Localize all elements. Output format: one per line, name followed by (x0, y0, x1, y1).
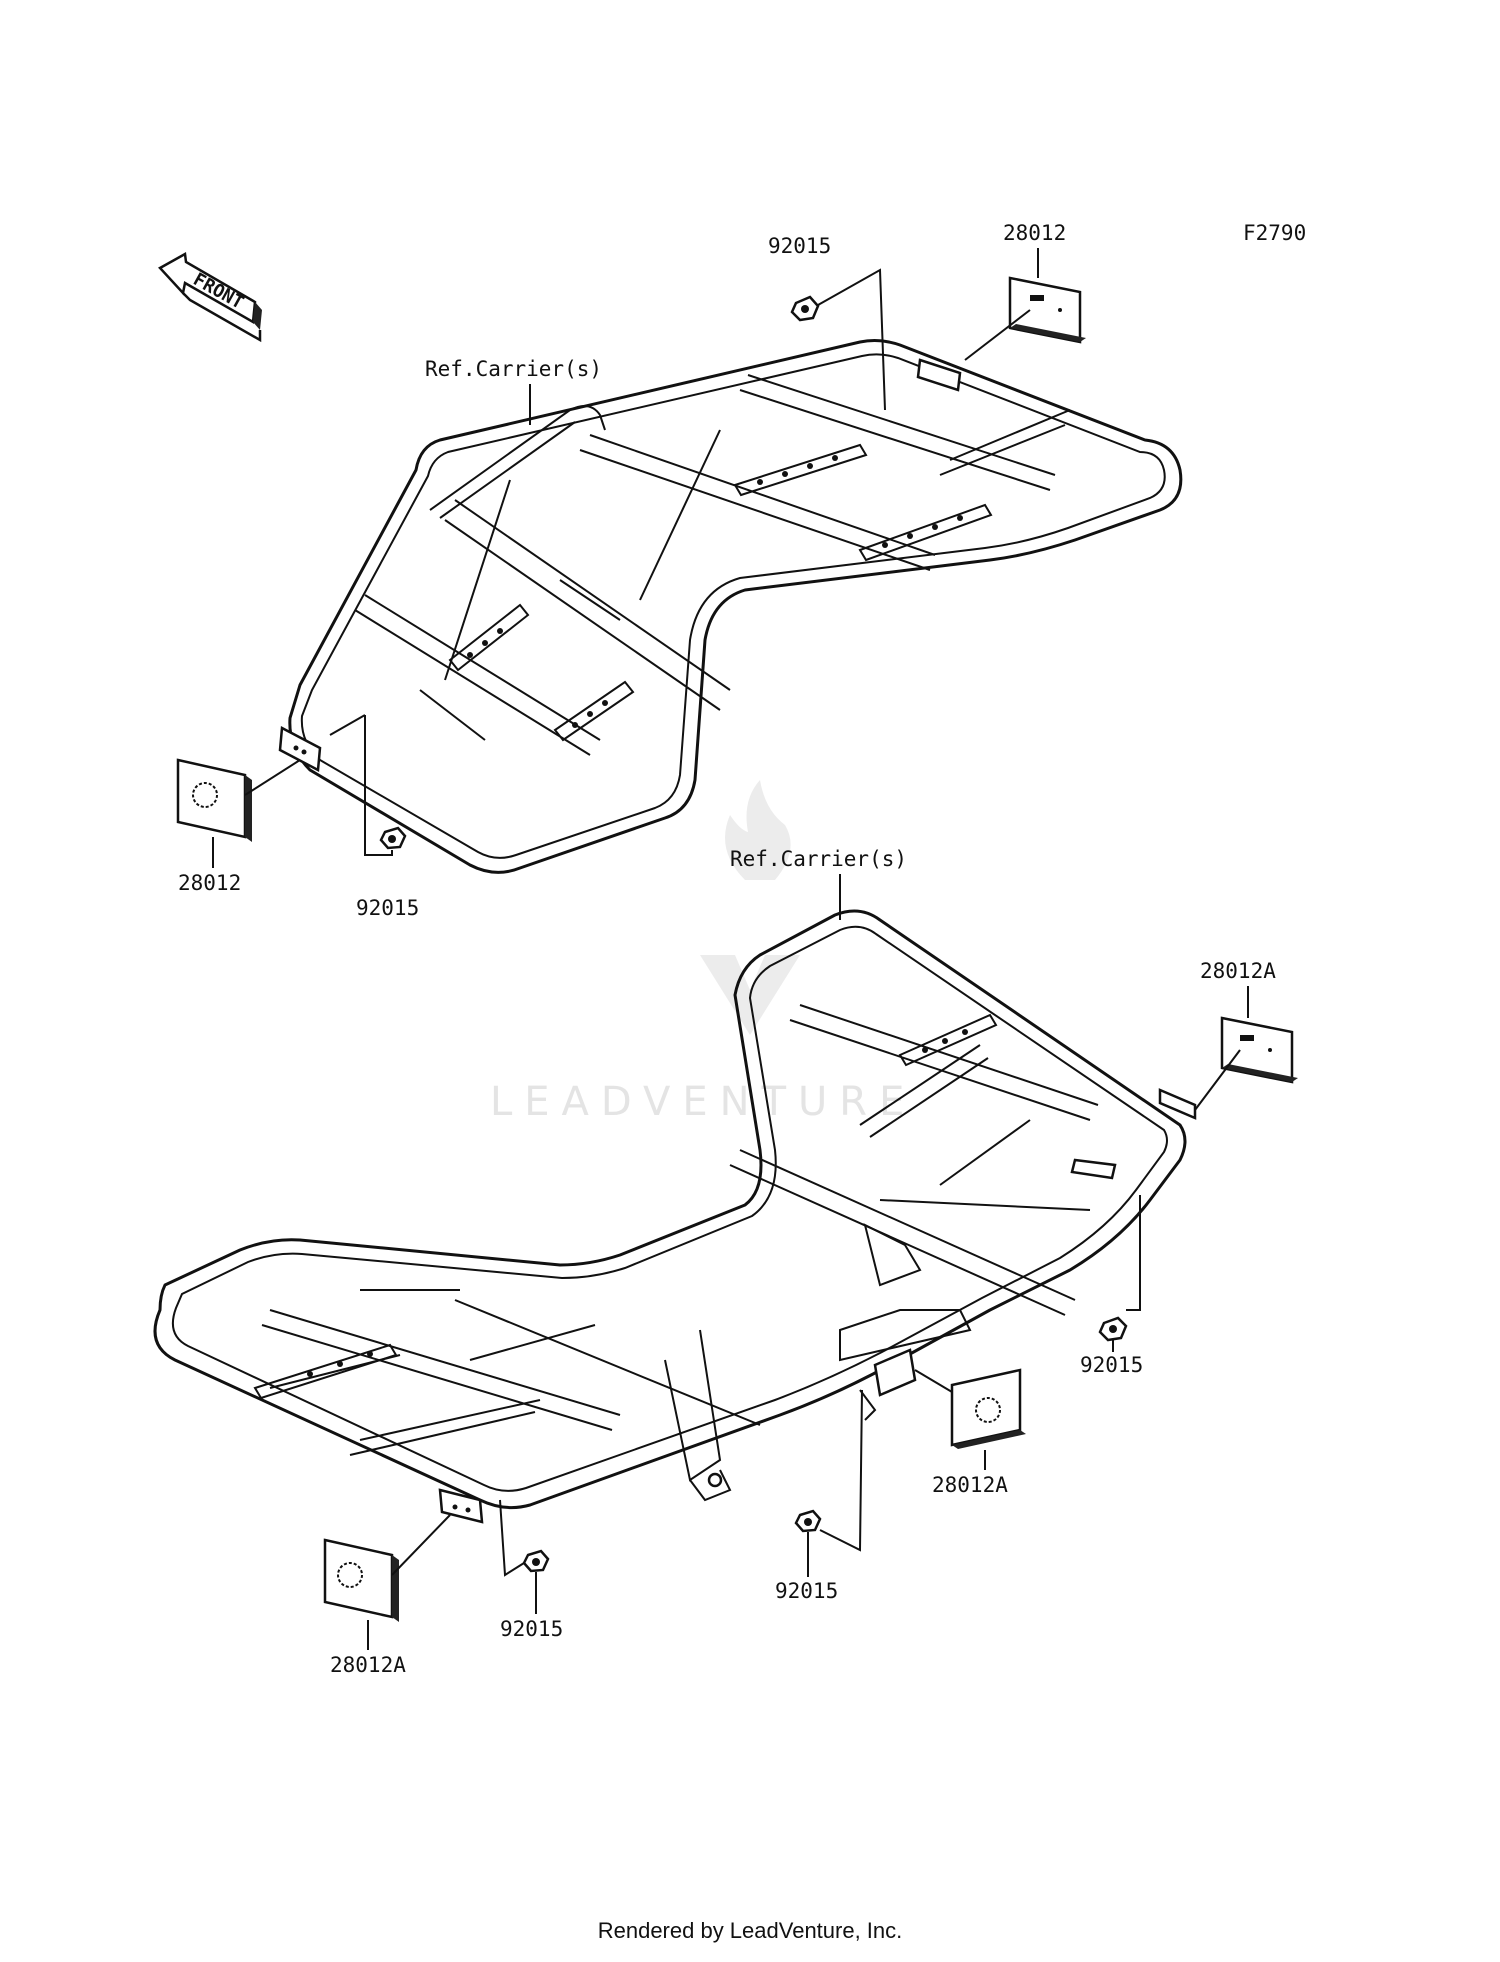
rear-nut-right-label: 92015 (1080, 1353, 1143, 1377)
rear-nut-left-label: 92015 (500, 1617, 563, 1641)
rear-reflector-left (323, 1538, 399, 1622)
rear-nut-center (794, 1509, 822, 1533)
footer-credit: Rendered by LeadVenture, Inc. (597, 1918, 903, 1943)
front-reflector-left (176, 758, 252, 842)
rear-carrier-ref-label: Ref.Carrier(s) (730, 847, 907, 871)
watermark: LEADVENTURE (490, 780, 916, 1125)
rear-carrier: Ref.Carrier(s) 28012A 92015 28012A (153, 847, 1298, 1677)
front-carrier-ref-label: Ref.Carrier(s) (425, 357, 602, 381)
watermark-text: LEADVENTURE (490, 1079, 916, 1125)
reflector-icon (323, 1538, 394, 1619)
rear-reflector-right-top-label: 28012A (1200, 959, 1276, 983)
rear-nut-right (1098, 1316, 1128, 1342)
front-reflector-right (1008, 276, 1086, 344)
front-reflector-right-label: 28012 (1003, 221, 1066, 245)
reflector-icon (176, 758, 247, 839)
front-carrier: Ref.Carrier(s) 28012 92015 28012 (176, 221, 1183, 920)
rear-reflector-center-label: 28012A (932, 1473, 1008, 1497)
front-arrow: FRONT (158, 252, 262, 343)
front-arrow-label: FRONT (190, 269, 248, 314)
front-carrier-frame-outline (288, 339, 1183, 874)
rear-reflector-left-label: 28012A (330, 1653, 406, 1677)
rear-reflector-right-top (1220, 1016, 1298, 1084)
rear-reflector-center (950, 1368, 1026, 1449)
front-nut-left-label: 92015 (356, 896, 419, 920)
front-nut-left (379, 826, 407, 850)
rear-nut-center-label: 92015 (775, 1579, 838, 1603)
front-reflector-left-label: 28012 (178, 871, 241, 895)
figure-code: F2790 (1243, 221, 1306, 245)
front-carrier-frame-inner (300, 353, 1166, 859)
rear-carrier-frame-outline (153, 909, 1187, 1510)
rear-carrier-frame-inner (172, 925, 1168, 1492)
front-nut-right-label: 92015 (768, 234, 831, 258)
watermark-logo (725, 780, 791, 880)
front-nut-right (790, 295, 820, 322)
rear-nut-left (522, 1549, 550, 1573)
